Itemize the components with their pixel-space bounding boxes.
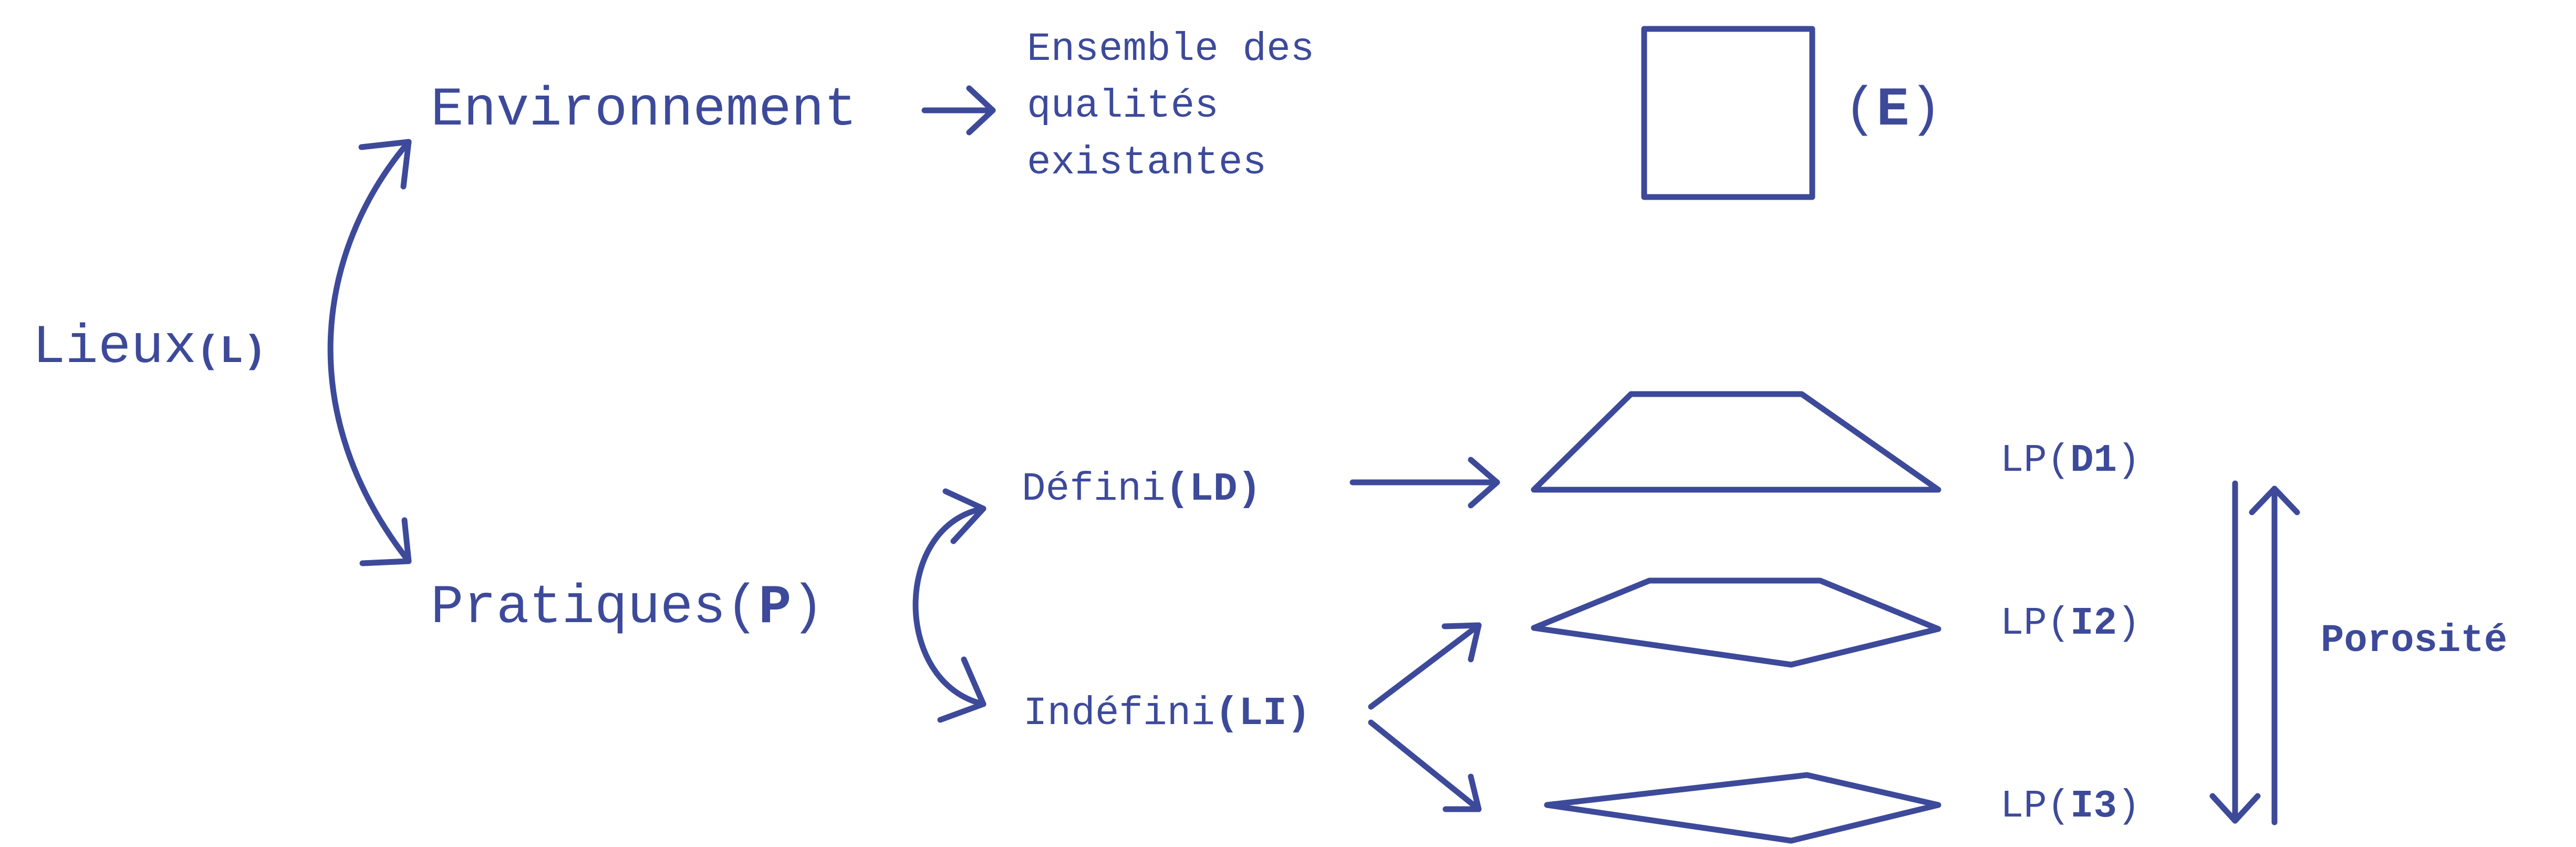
e-code: E	[1876, 79, 1909, 141]
porosite-down-arrowhead	[2209, 793, 2261, 824]
arrowhead-trapezoid	[1468, 457, 1500, 509]
arrow-indefini-to-rhombus	[1368, 719, 1482, 812]
qualites-line-3: existantes	[1027, 140, 1267, 185]
arrowhead-to-indefini	[937, 656, 986, 723]
arrow-indefini-to-hexagon	[1368, 622, 1482, 710]
pratiques-branch-curve	[912, 505, 986, 707]
square-shape	[1641, 26, 1815, 200]
pratiques-label: Pratiques(P)	[431, 581, 824, 635]
trapezoid-shape	[1531, 391, 1941, 493]
lieux-label: Lieux(L)	[33, 321, 266, 375]
lp-i2-label: LP(I2)	[2000, 604, 2140, 643]
pratiques-text: Pratiques(	[431, 577, 759, 639]
e-symbol-label: (E)	[1844, 83, 1942, 138]
defini-label: Défini(LD)	[1022, 469, 1261, 509]
pratiques-code: P	[759, 577, 792, 639]
pratiques-close-paren: )	[791, 577, 824, 639]
lp-i3-label: LP(I3)	[2000, 787, 2140, 826]
indefini-label: Indéfini(LI)	[1023, 694, 1311, 734]
indefini-text: Indéfini	[1023, 691, 1215, 736]
lp-d1-label: LP(D1)	[2000, 441, 2140, 480]
environnement-text: Environnement	[431, 79, 857, 141]
lp-i2-text: LP(	[2000, 602, 2071, 646]
qualites-line-2: qualités	[1027, 84, 1219, 129]
arrowhead-to-environnement	[358, 139, 412, 190]
qualites-description: Ensemble des qualités existantes	[1027, 21, 1314, 191]
lp-i3-text: LP(	[2000, 784, 2071, 829]
defini-text: Défini	[1022, 467, 1166, 512]
arrowhead-to-pratiques	[359, 517, 412, 566]
environnement-label: Environnement	[431, 83, 857, 138]
indefini-code: (LI)	[1214, 691, 1311, 736]
qualites-line-1: Ensemble des	[1027, 27, 1315, 72]
lieux-text: Lieux	[33, 317, 197, 379]
lp-i2-close-paren: )	[2117, 602, 2141, 646]
lp-d1-close-paren: )	[2117, 439, 2141, 483]
porosite-label: Porosité	[2321, 622, 2507, 660]
e-open-paren: (	[1844, 79, 1877, 141]
hexagon-shape	[1531, 577, 1941, 668]
defini-code: (LD)	[1165, 467, 1262, 512]
arrowhead-rhombus	[1442, 773, 1482, 812]
arrowhead-to-defini	[942, 488, 986, 544]
lieux-code: (L)	[196, 330, 267, 374]
e-close-paren: )	[1909, 79, 1943, 141]
lp-i3-close-paren: )	[2117, 784, 2141, 829]
arrowhead-hexagon	[1441, 622, 1482, 663]
rhombus-shape	[1544, 772, 1941, 844]
lieux-branch-curve	[327, 139, 412, 564]
lp-d1-code: D1	[2070, 439, 2117, 483]
lp-i3-code: I3	[2070, 784, 2117, 829]
porosite-up-arrowhead	[2249, 486, 2300, 515]
lp-d1-text: LP(	[2000, 439, 2071, 483]
arrowhead-qualites	[966, 85, 996, 136]
porosite-text: Porosité	[2321, 619, 2508, 663]
lp-i2-code: I2	[2070, 602, 2117, 646]
